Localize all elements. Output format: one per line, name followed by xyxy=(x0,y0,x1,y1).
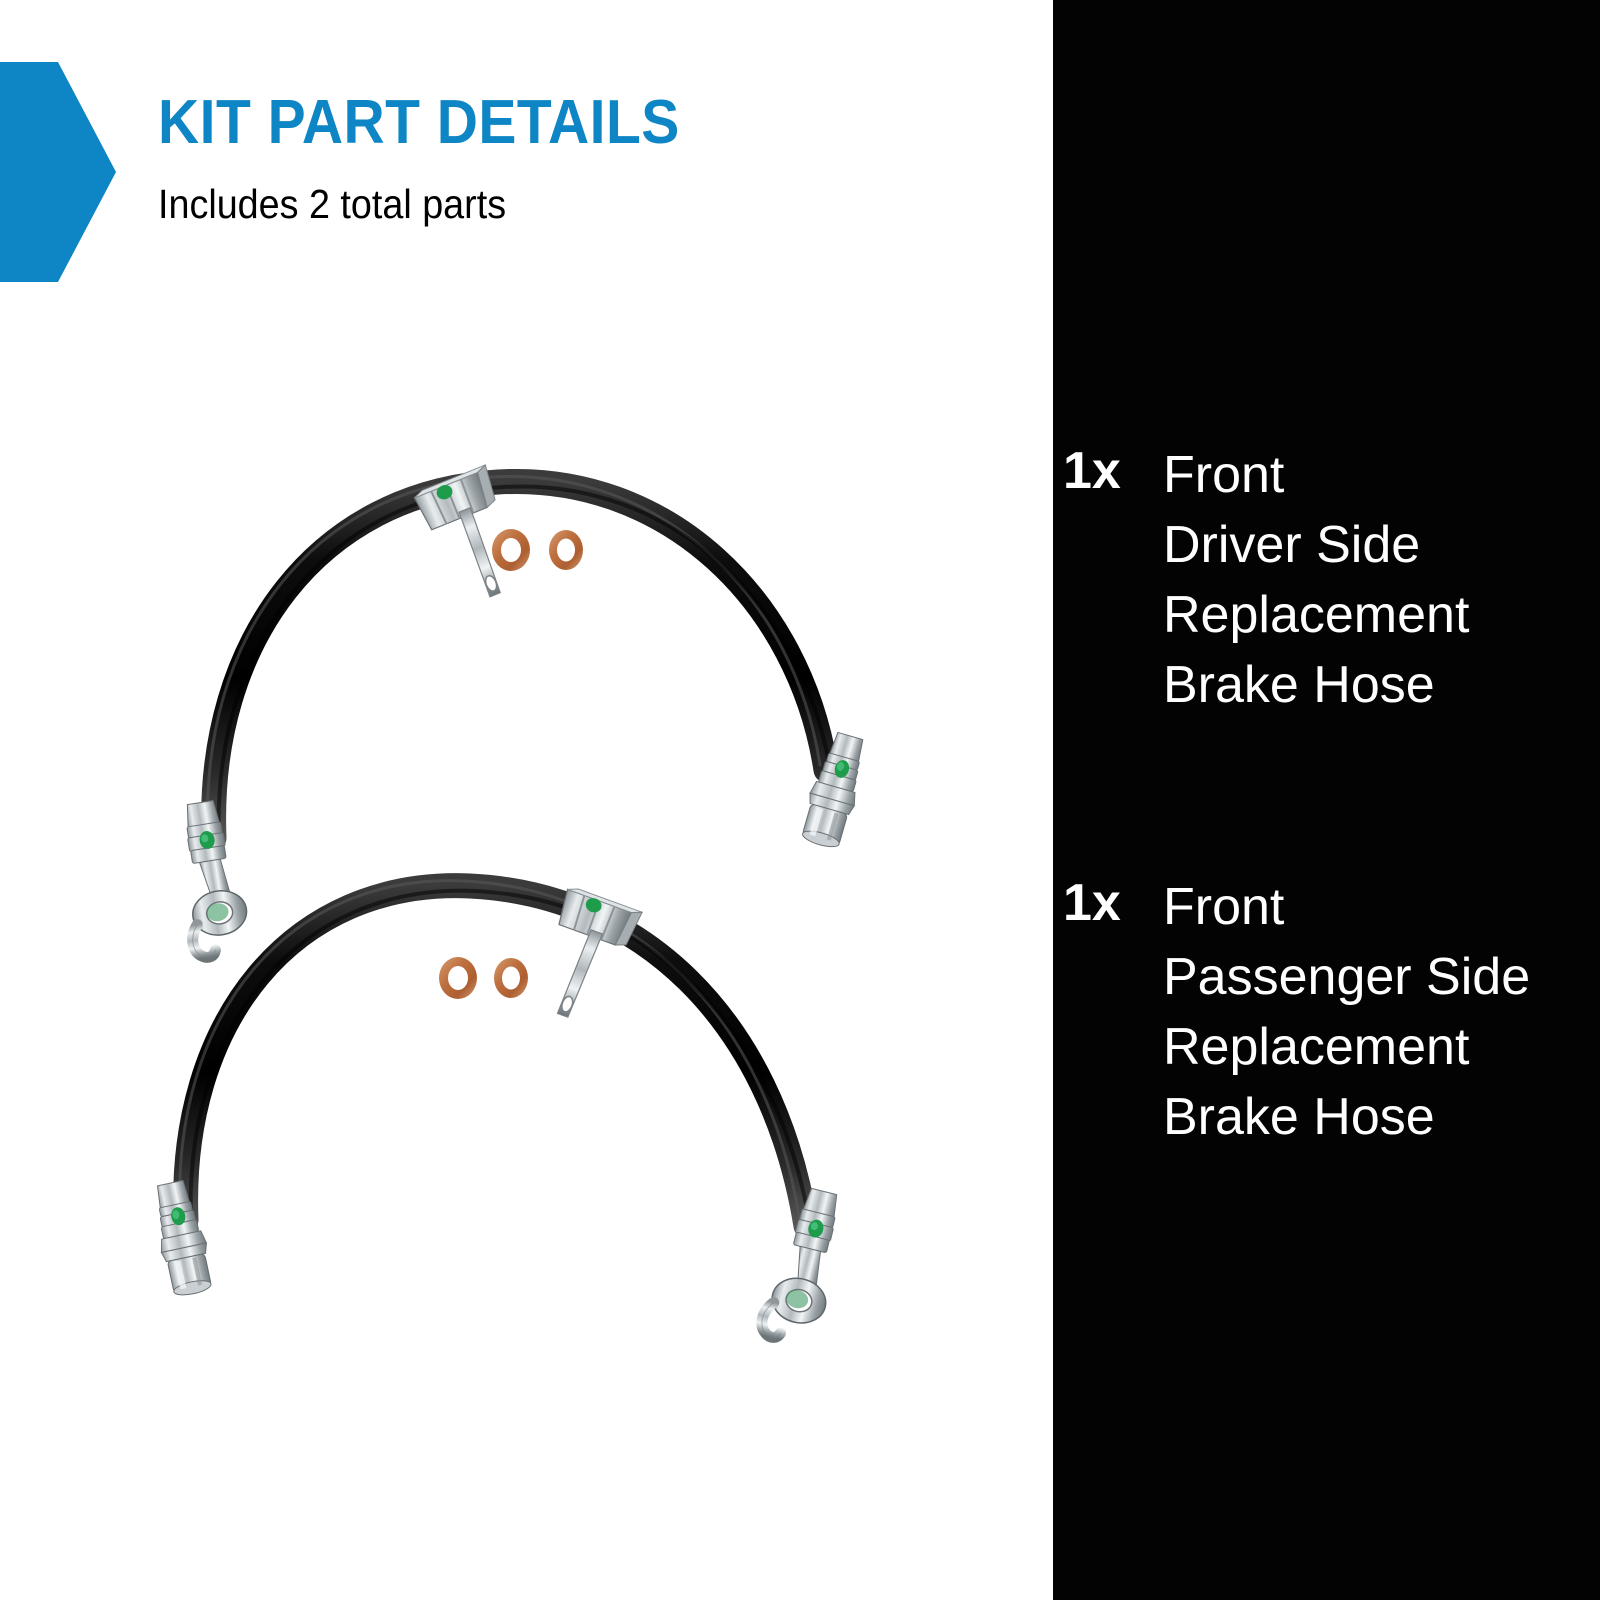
part-description-line: Replacement xyxy=(1163,586,1470,644)
page-title: KIT PART DETAILS xyxy=(158,88,680,157)
part-description-line: Brake Hose xyxy=(1163,656,1435,714)
pentagon-arrow-icon xyxy=(0,62,116,282)
page-subtitle: Includes 2 total parts xyxy=(158,181,507,227)
passenger-side-brake-hose-illustration xyxy=(147,873,853,1348)
part-description: Front Driver Side Replacement Brake Hose xyxy=(1163,440,1469,720)
part-description: Front Passenger Side Replacement Brake H… xyxy=(1163,872,1530,1152)
part-quantity: 1x xyxy=(1063,442,1121,500)
part-description-line: Front xyxy=(1163,878,1285,936)
part-description-line: Brake Hose xyxy=(1163,1088,1435,1146)
part-description-line: Front xyxy=(1163,446,1285,504)
copper-washer-pair xyxy=(492,529,583,571)
part-quantity: 1x xyxy=(1063,874,1121,932)
copper-washer-pair xyxy=(439,957,528,999)
parts-list-panel xyxy=(1053,0,1600,1600)
part-description-line: Passenger Side xyxy=(1163,948,1531,1006)
part-description-line: Replacement xyxy=(1163,1018,1470,1076)
driver-side-brake-hose-illustration xyxy=(171,463,873,959)
part-description-line: Driver Side xyxy=(1163,516,1421,574)
product-photo xyxy=(147,463,873,1600)
